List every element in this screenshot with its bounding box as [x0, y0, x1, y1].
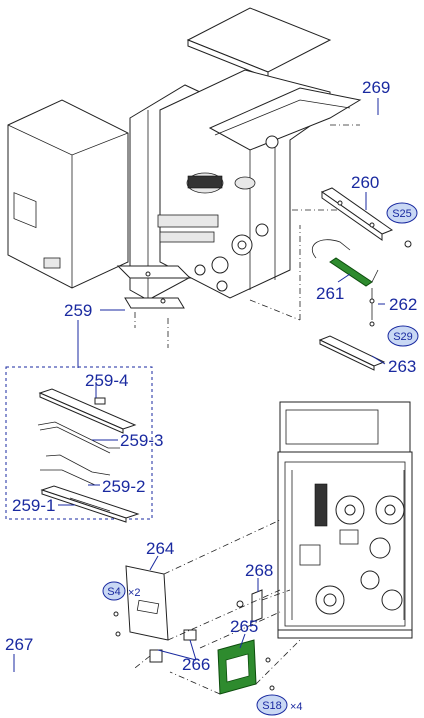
leader-lines — [13, 98, 386, 672]
label-261: 261 — [316, 284, 344, 303]
label-268: 268 — [245, 561, 273, 580]
label-s18: S18 — [262, 700, 282, 712]
board-261 — [311, 239, 379, 287]
bracket-268 — [236, 589, 263, 623]
label-259-4: 259-4 — [85, 371, 128, 390]
label-s4-qty: ×2 — [128, 587, 141, 599]
bracket-260 — [320, 187, 412, 248]
label-s4: S4 — [107, 586, 120, 598]
label-s25: S25 — [392, 208, 412, 220]
label-262: 262 — [389, 295, 417, 314]
screw-262 — [369, 288, 375, 327]
board-265 — [217, 639, 275, 695]
label-260: 260 — [351, 173, 379, 192]
printer-back-view — [277, 401, 413, 639]
screw-badge-s18: S18 ×4 — [256, 694, 303, 716]
screw-badge-s29: S29 — [387, 325, 419, 347]
label-263: 263 — [388, 357, 416, 376]
label-259: 259 — [64, 301, 92, 320]
screw-badge-s4: S4 ×2 — [102, 581, 141, 601]
label-267: 267 — [5, 635, 33, 654]
label-265: 265 — [230, 617, 258, 636]
plate-263 — [318, 335, 386, 371]
label-269: 269 — [362, 78, 390, 97]
printer-upper-assembly — [7, 7, 362, 348]
assembly-259-detail — [5, 366, 153, 523]
label-259-2: 259-2 — [102, 477, 145, 496]
label-266: 266 — [182, 655, 210, 674]
label-264: 264 — [146, 539, 174, 558]
bracket-264 — [113, 565, 169, 641]
screw-badge-s25: S25 — [386, 202, 418, 224]
label-s18-qty: ×4 — [290, 701, 303, 713]
label-259-1: 259-1 — [12, 496, 55, 515]
label-259-3: 259-3 — [120, 431, 163, 450]
assembly-guide-lines — [134, 519, 301, 695]
label-s29: S29 — [393, 331, 413, 343]
